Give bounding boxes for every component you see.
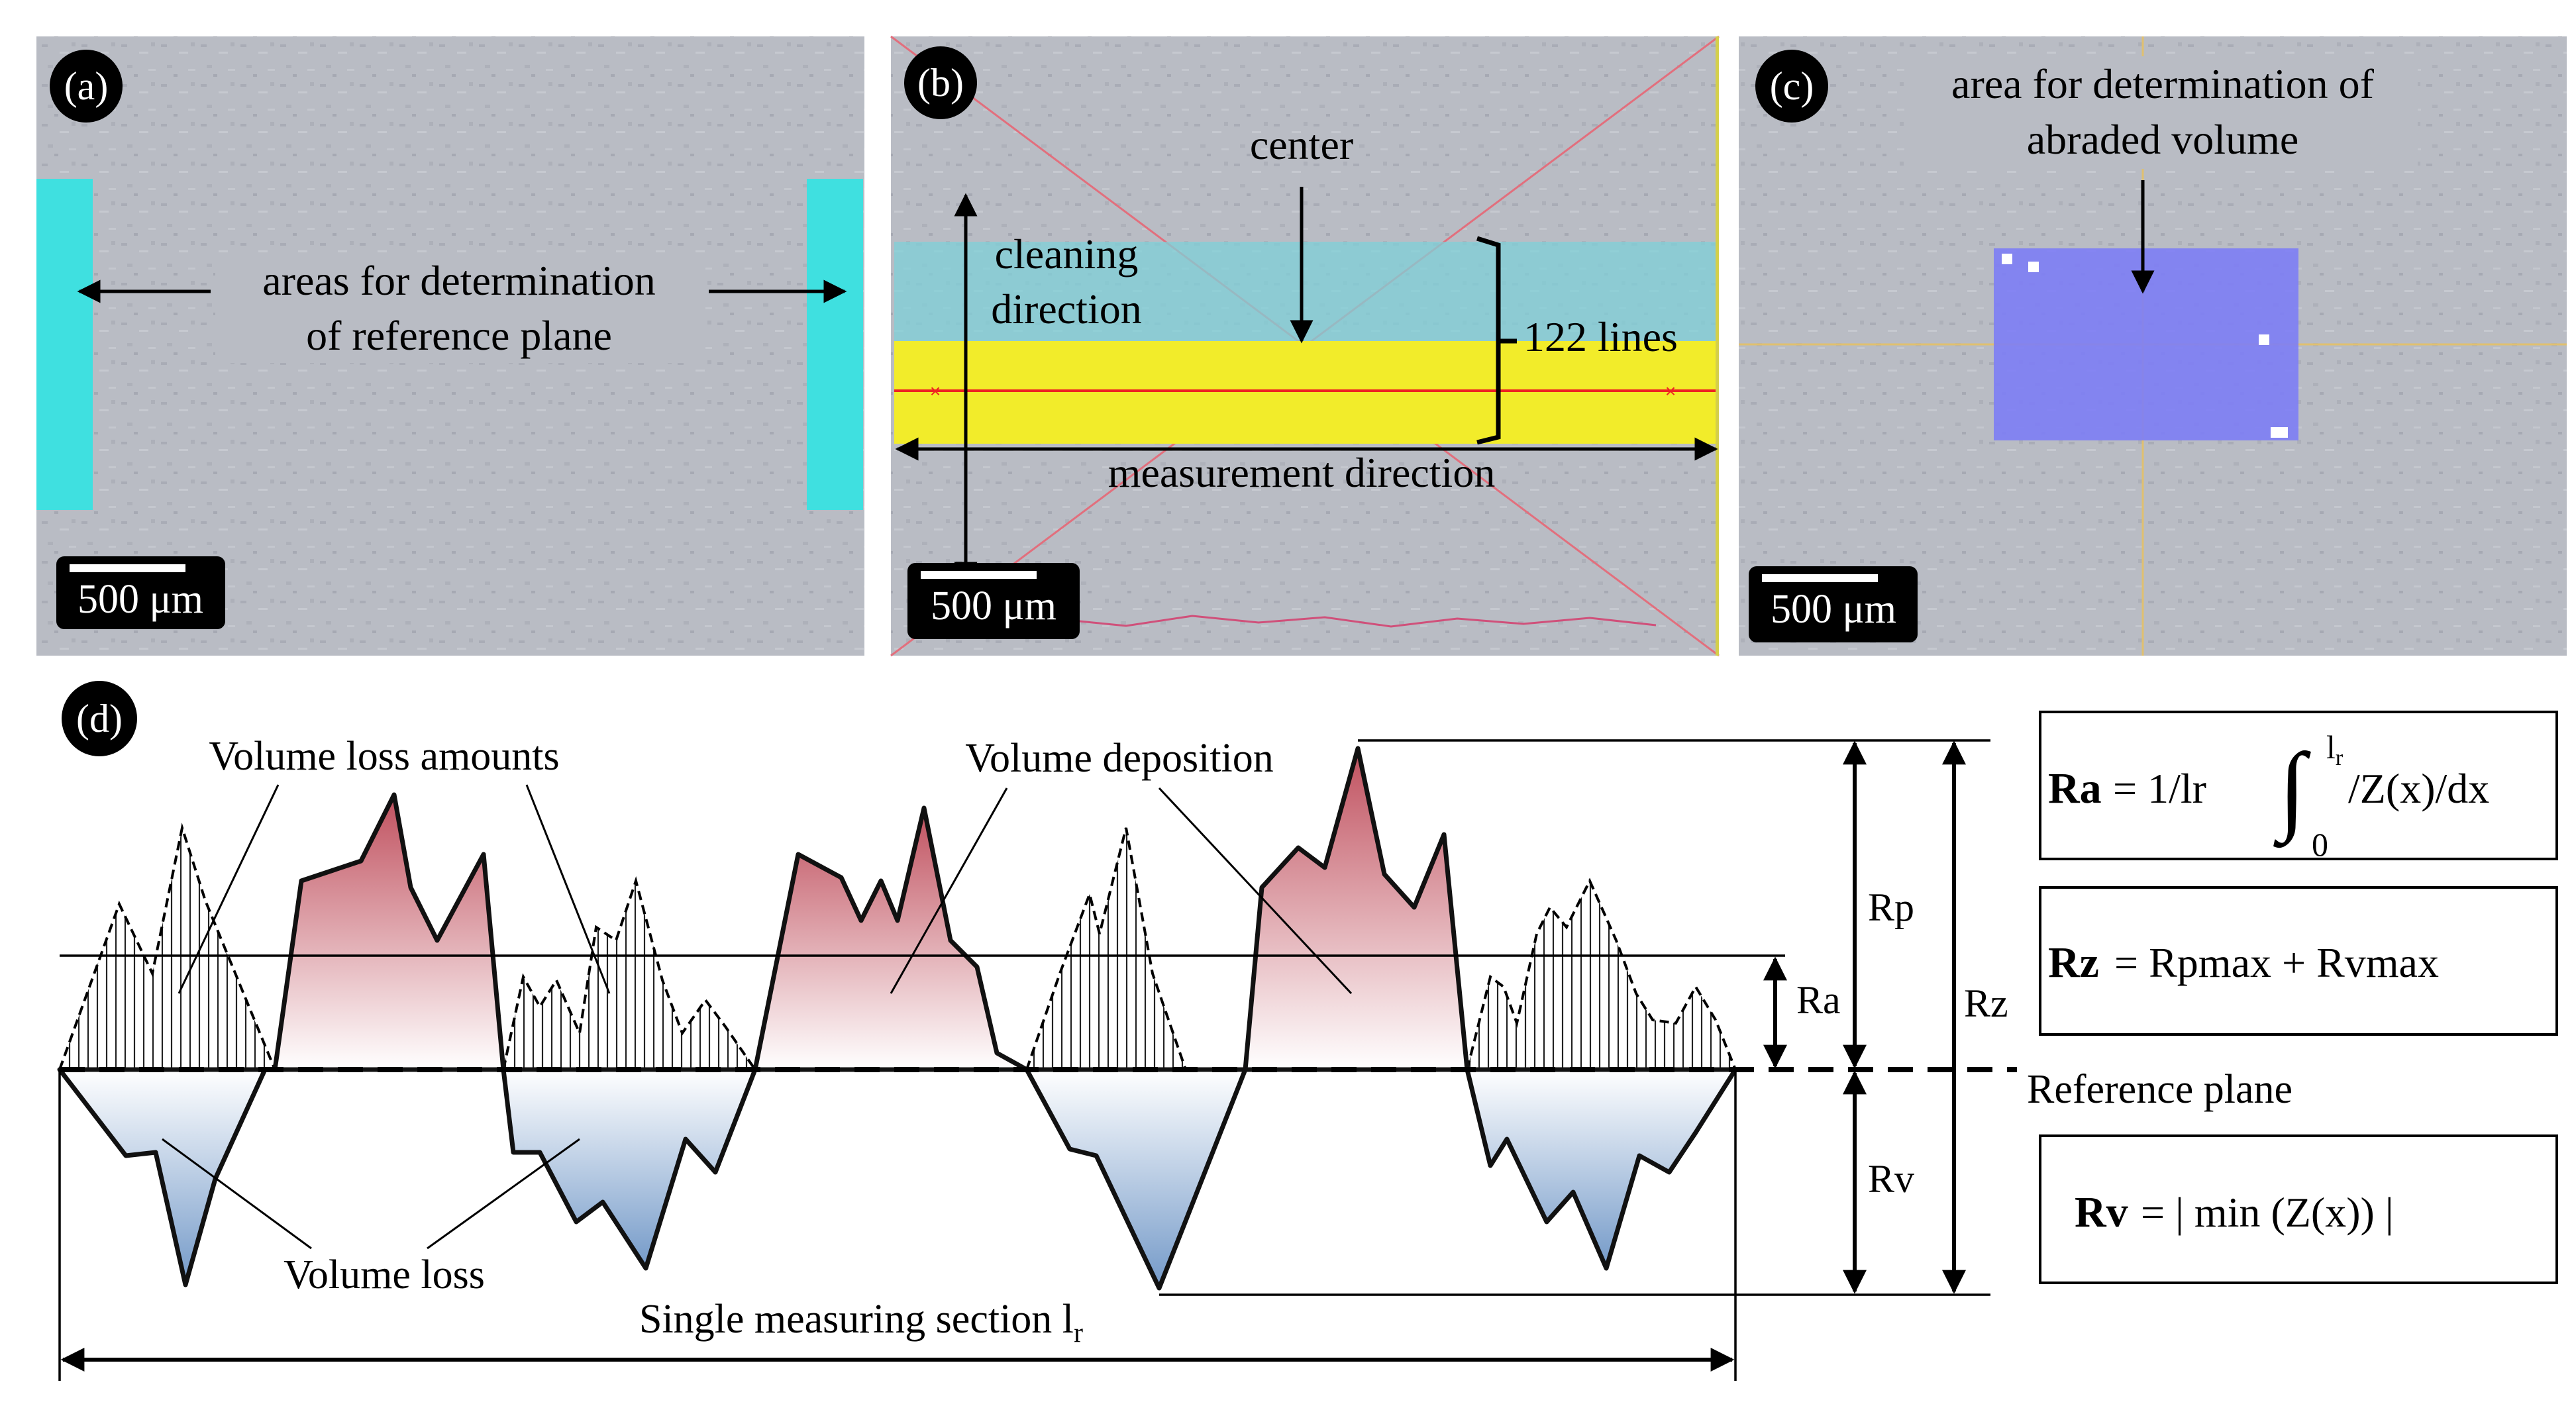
formula-ra-symbol: Ra	[2048, 764, 2102, 813]
profile-trace	[993, 615, 1657, 628]
corner-marker	[2028, 262, 2039, 272]
label-rp: Rp	[1868, 885, 1914, 929]
label-volume-loss: Volume loss	[283, 1252, 485, 1297]
deposition-peak-1	[272, 792, 506, 1072]
hatch-region-4	[1465, 878, 1737, 1071]
formula-ra-expr-post: /Z(x)/dx	[2348, 765, 2489, 812]
annotation-reference-line1: areas for determination	[262, 257, 656, 304]
formula-ra-upper: lr	[2326, 729, 2344, 770]
panel-label-c: (c)	[1770, 64, 1814, 108]
scale-bar-box	[56, 556, 225, 629]
formula-ra-expr-pre: = 1/lr	[2113, 765, 2206, 812]
panel-c: (c) area for determination of abraded vo…	[1739, 36, 2567, 656]
label-measuring-section: Single measuring section lr	[639, 1297, 1083, 1348]
integral-sign: ∫	[2273, 733, 2311, 848]
label-cleaning-line1: cleaning	[995, 230, 1139, 277]
label-reference-plane: Reference plane	[2027, 1067, 2293, 1112]
measurement-band	[894, 341, 1719, 444]
formula-box	[2039, 886, 2558, 1036]
scale-bar	[70, 564, 185, 572]
label-volume-loss-amounts: Volume loss amounts	[209, 734, 559, 779]
frame-edge	[1716, 36, 1719, 656]
annotation-abraded-line1: area for determination of	[1951, 60, 2375, 107]
deposition-peak-3	[1243, 746, 1470, 1072]
formula-box	[2039, 1134, 2558, 1284]
panel-label-circle	[904, 46, 977, 119]
label-backdrop	[215, 257, 705, 363]
panel-label-a: (a)	[64, 64, 109, 108]
panel-label-circle	[1755, 50, 1828, 123]
scale-bar-box	[1749, 566, 1918, 642]
label-rz: Rz	[1964, 981, 2008, 1025]
scale-bar	[1762, 574, 1878, 582]
panel-d: (d) Ra Rp Rv Rz Ref	[57, 681, 2293, 1381]
corner-marker	[2271, 427, 2288, 438]
leader-deposition-1	[890, 787, 1008, 994]
leader-loss-amounts-2	[525, 784, 611, 994]
hatch-region-1	[58, 823, 277, 1071]
valley-3	[1024, 1067, 1248, 1291]
leader-loss-amounts-1	[178, 784, 280, 994]
annotation-reference-line2: of reference plane	[306, 312, 612, 359]
panel-label-b: (b)	[917, 61, 964, 105]
scale-bar	[921, 571, 1037, 579]
panel-label-circle	[50, 50, 123, 123]
leader-volume-loss-2	[427, 1138, 580, 1250]
hatch-region-2	[501, 876, 758, 1071]
panel-b: × × (b) center cleaning direction 122 li…	[890, 35, 1720, 657]
formula-rz-box: Rz = Rpmax + Rvmax	[2039, 886, 2558, 1036]
label-122-lines: 122 lines	[1523, 313, 1678, 360]
hatch-region-3	[1025, 827, 1188, 1071]
valley-1	[57, 1067, 268, 1287]
formula-ra-box: Ra = 1/lr ∫ lr 0 /Z(x)/dx	[2039, 711, 2558, 863]
label-rv: Rv	[1868, 1157, 1914, 1201]
leader-volume-loss-1	[162, 1138, 312, 1250]
reference-area-right	[807, 179, 863, 510]
panel-label-d: (d)	[76, 697, 123, 740]
annotation-abraded-line2: abraded volume	[2027, 116, 2299, 163]
corner-marker	[2002, 254, 2012, 264]
label-measurement-direction: measurement direction	[1108, 449, 1496, 496]
scale-bar-box	[907, 563, 1080, 639]
formula-rv-expr: = | min (Z(x)) |	[2141, 1189, 2394, 1236]
formula-rv-symbol: Rv	[2075, 1188, 2128, 1236]
label-ra: Ra	[1796, 978, 1841, 1022]
label-center: center	[1250, 121, 1353, 168]
valley-4	[1465, 1067, 1738, 1271]
scale-bar-label: 500 μm	[931, 583, 1056, 629]
marker-right: ×	[1665, 381, 1676, 401]
scale-bar-label: 500 μm	[77, 577, 203, 622]
corner-marker	[2259, 334, 2269, 345]
scale-bar-label: 500 μm	[1771, 587, 1896, 632]
formula-rv-box: Rv = | min (Z(x)) |	[2039, 1134, 2558, 1284]
marker-left: ×	[930, 381, 941, 401]
leader-deposition-2	[1158, 787, 1353, 995]
deposition-peak-2	[752, 805, 1029, 1072]
formula-box	[2039, 711, 2558, 860]
formula-rz-expr: = Rpmax + Rvmax	[2114, 939, 2439, 986]
abraded-volume-area	[1994, 248, 2298, 440]
panel-a: (a) areas for determination of reference…	[36, 36, 864, 656]
label-volume-deposition: Volume deposition	[965, 736, 1274, 781]
label-cleaning-line2: direction	[991, 285, 1141, 332]
reference-area-left	[36, 179, 93, 510]
formula-rz-symbol: Rz	[2048, 938, 2099, 987]
valley-2	[501, 1067, 758, 1271]
formula-ra-lower: 0	[2312, 826, 2328, 863]
label-backdrop	[1908, 56, 2418, 169]
panel-label-circle	[62, 681, 137, 756]
